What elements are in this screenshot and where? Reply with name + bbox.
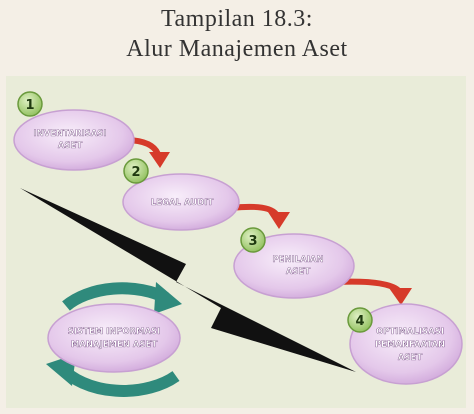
step-3-badge: 3 — [240, 227, 266, 253]
diagram: INVENTARISASI ASET LEGAL AUDIT PENILAIAN… — [6, 76, 466, 408]
step-3-label-line-2: ASET — [286, 267, 311, 277]
step-3-number: 3 — [248, 234, 257, 249]
step-1-label-line-1: INVENTARISASI — [33, 129, 106, 139]
lightning-bolt-shape — [20, 188, 356, 372]
step-2-label-line-1: LEGAL AUDIT — [151, 198, 214, 208]
step-1-number: 1 — [25, 98, 34, 113]
step-4-number: 4 — [355, 314, 364, 329]
diagram-canvas: INVENTARISASI ASET LEGAL AUDIT PENILAIAN… — [6, 76, 466, 408]
step-2-ellipse — [122, 173, 240, 231]
title-block: Tampilan 18.3: Alur Manajemen Aset — [0, 4, 474, 70]
step-4-badge: 4 — [347, 307, 373, 333]
cycle-arrows-icon — [46, 282, 182, 397]
step-4-label-line-3: ASET — [398, 353, 423, 363]
step-2-badge: 2 — [123, 158, 149, 184]
step-4-label-line-2: PEMANFAATAN — [375, 340, 445, 350]
step-2-number: 2 — [131, 165, 140, 180]
step-1-label-line-2: ASET — [58, 141, 83, 151]
figure-number: Tampilan 18.3: — [161, 6, 313, 32]
system-label-line-1: SISTEM INFORMASI — [68, 327, 161, 337]
system-label-line-2: MANAJEMEN ASET — [71, 340, 158, 350]
figure-title: Alur Manajemen Aset — [126, 36, 348, 62]
step-4-ellipse — [349, 303, 463, 385]
step-1-badge: 1 — [17, 91, 43, 117]
step-3-ellipse — [233, 233, 355, 299]
step-1-ellipse — [13, 109, 135, 171]
system-ellipse — [47, 303, 181, 373]
step-4-label-line-1: OPTIMALISASI — [376, 327, 444, 337]
step-3-label-line-1: PENILAIAN — [272, 255, 323, 265]
